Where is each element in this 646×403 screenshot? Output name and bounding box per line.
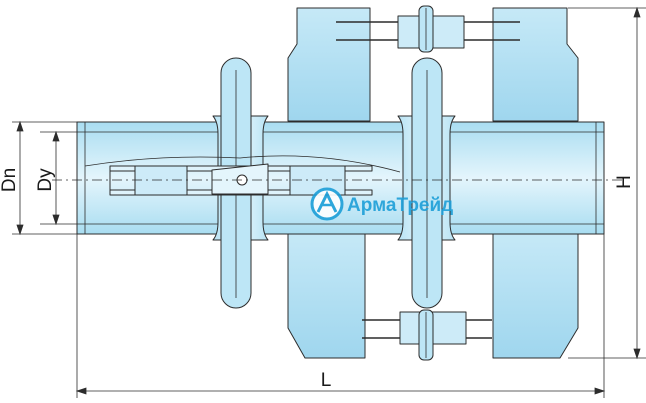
lower-left-guide-block	[287, 231, 366, 359]
dimension-label-dn: Dn	[0, 168, 20, 192]
armatreid-logo: АрмаТрейд	[310, 187, 453, 221]
dimension-label-h: H	[614, 175, 635, 189]
dimension-label-l: L	[321, 370, 332, 391]
upper-left-guide-block	[287, 7, 371, 122]
tie-rod-link	[134, 165, 188, 196]
armatreid-logo-icon	[310, 187, 344, 221]
dimension-lines	[12, 6, 646, 398]
dimension-label-dy: Dy	[35, 168, 56, 192]
logo-text: АрмаТрейд	[347, 195, 453, 216]
lower-right-guide-block	[492, 231, 579, 359]
compensator-body	[76, 5, 605, 361]
bellows-contour	[84, 155, 401, 173]
upper-right-guide-block	[492, 7, 579, 122]
